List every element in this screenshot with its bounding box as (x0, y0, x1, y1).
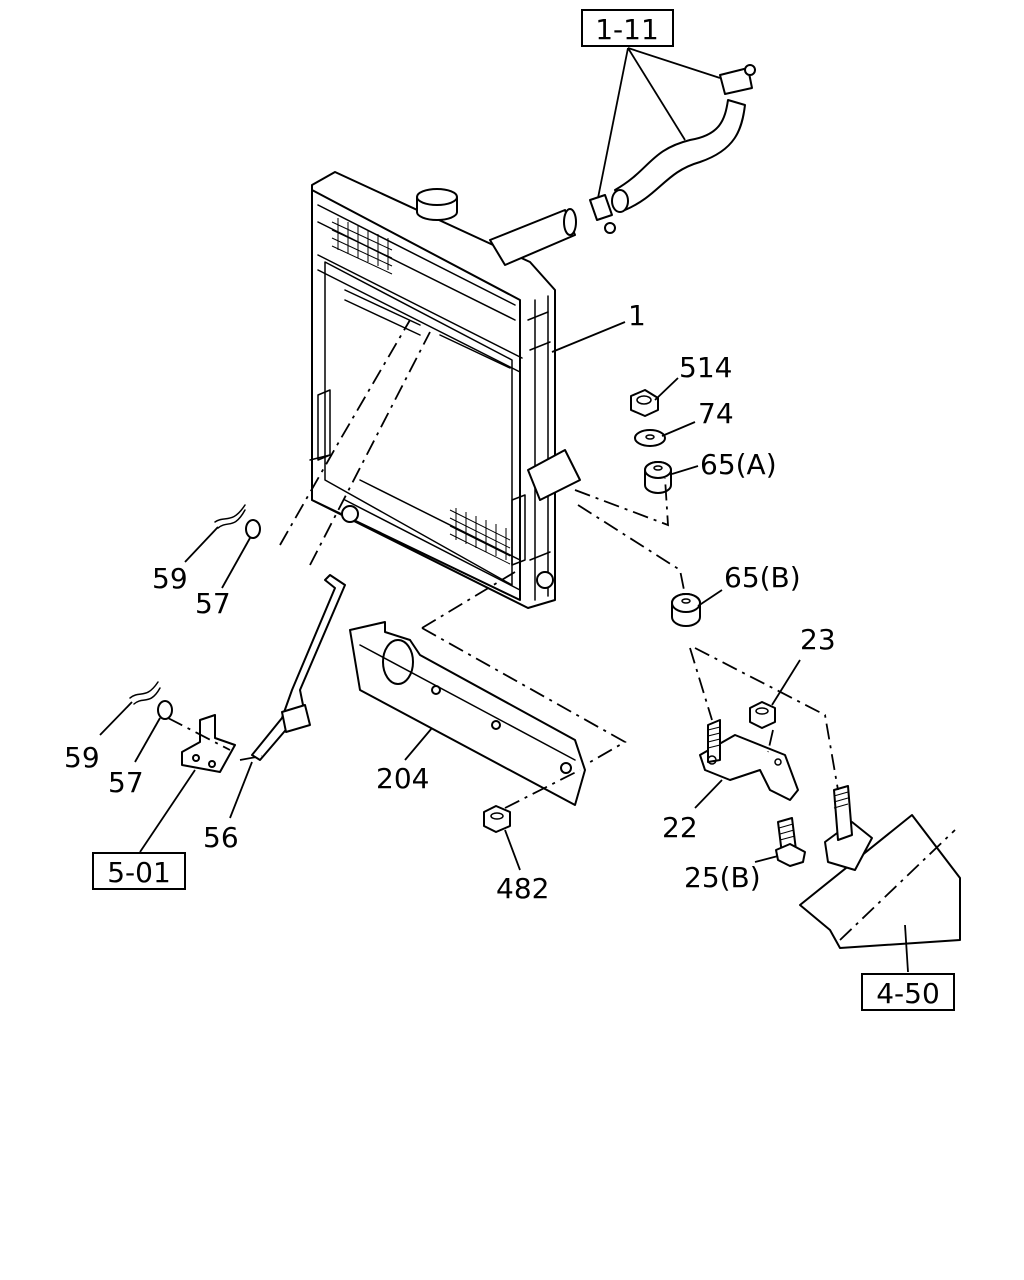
filler-cap (416, 188, 458, 221)
ref-box-5-01: 5-01 (92, 852, 186, 890)
washer-74 (634, 429, 666, 447)
label-part-65a: 65(A) (700, 448, 777, 481)
label-part-56: 56 (203, 821, 239, 854)
lower-panel (349, 621, 586, 806)
label-part-59-top: 59 (152, 562, 188, 595)
frame-member (799, 785, 961, 949)
label-part-23: 23 (800, 623, 836, 656)
ref-label-1-11: 1-11 (595, 13, 659, 46)
label-part-74: 74 (698, 397, 734, 430)
core-hatch-bottom (449, 508, 511, 565)
clip-59-bottom (129, 681, 161, 705)
label-part-65b: 65(B) (724, 561, 801, 594)
rubber-mount-65b (671, 593, 701, 627)
label-part-22: 22 (662, 811, 698, 844)
drain-tube (251, 574, 346, 761)
leader-lines (99, 47, 909, 973)
label-part-204: 204 (376, 762, 429, 795)
inlet-pipe (489, 208, 577, 266)
mount-bracket-22 (699, 719, 799, 801)
ref-label-4-50: 4-50 (876, 977, 940, 1010)
rubber-mount-65a (644, 461, 672, 494)
label-part-1: 1 (628, 299, 646, 332)
label-part-57-bottom: 57 (108, 766, 144, 799)
label-part-59-bottom: 59 (64, 741, 100, 774)
assembly-lines (167, 319, 956, 941)
radiator (309, 171, 581, 609)
label-part-482: 482 (496, 872, 549, 905)
upper-hose (589, 64, 756, 234)
clip-59-top (214, 504, 246, 529)
nut-514 (630, 389, 659, 417)
ref-box-4-50: 4-50 (861, 973, 955, 1011)
ref-box-1-11: 1-11 (581, 9, 674, 47)
bolt-25b (775, 817, 806, 867)
washer-57-top (245, 519, 261, 539)
nut-482 (483, 805, 511, 833)
label-part-514: 514 (679, 351, 732, 384)
core-hatch-top (331, 218, 393, 275)
label-part-25b: 25(B) (684, 861, 761, 894)
nut-23 (749, 701, 776, 729)
washer-57-bottom (157, 700, 173, 720)
ref-label-5-01: 5-01 (107, 856, 171, 889)
bracket-5-01 (181, 714, 236, 773)
label-part-57-top: 57 (195, 587, 231, 620)
